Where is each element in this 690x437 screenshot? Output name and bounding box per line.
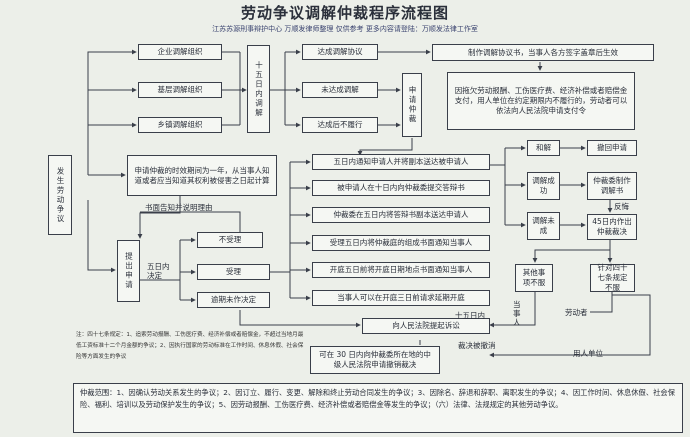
node-reconcile: 和解	[527, 140, 560, 156]
node-art47-disagree: 针对四十七条规定不服	[590, 263, 635, 292]
node-org-township: 乡镇调解组织	[138, 117, 222, 133]
label-worker: 劳动者	[565, 308, 588, 317]
node-step5: 开庭五日前将开庭日期地点书面通知当事人	[312, 262, 490, 278]
node-not-accept: 不受理	[197, 232, 263, 248]
label-decide-5: 五日内决定	[147, 262, 170, 280]
node-step6: 当事人可以在开庭三日前请求延期开庭	[312, 290, 490, 306]
node-fifteen-days: 十五日内调解	[247, 45, 270, 133]
label-employer: 用人单位	[573, 349, 603, 358]
node-apply-arb-top: 申请仲裁	[402, 73, 422, 137]
node-accept: 受理	[197, 264, 270, 280]
node-not-agree: 未达成调解	[302, 82, 378, 98]
node-step4: 受理五日内将仲裁庭的组成书面通知当事人	[312, 235, 490, 251]
node-mediate-fail: 调解未成	[527, 212, 560, 240]
node-sue: 向人民法院提起诉讼	[362, 318, 490, 334]
label-fifteen-days: 十五日内	[455, 311, 485, 320]
node-org-enterprise: 企业调解组织	[138, 44, 222, 60]
node-step2: 被申请人在十日内向仲裁委提交答辩书	[312, 180, 490, 196]
node-not-perform: 达成后不履行	[302, 117, 378, 133]
label-revoke-result: 裁决被撤消	[458, 341, 496, 350]
label-party: 当事人	[513, 300, 521, 327]
node-withdraw: 撤回申请	[587, 140, 637, 156]
node-other-disagree: 其他事项不服	[515, 264, 553, 292]
node-step1: 五日内通知申请人并将副本送达被申请人	[312, 154, 490, 170]
node-revoke: 可在 30 日内向仲裁委所在地的中级人民法院申请撤销裁决	[310, 346, 440, 374]
arbitration-scope: 仲裁范围：1、因确认劳动关系发生的争议；2、因订立、履行、变更、解除和终止劳动合…	[73, 383, 683, 433]
article-47-note: 注：四十七条规定：1、追索劳动报酬、工伤医疗费、经济补偿或者赔偿金，不超过当地月…	[76, 332, 304, 360]
node-award-45: 45日内作出仲裁裁决	[587, 214, 637, 240]
node-apply-arb-mid: 提出申请	[117, 240, 140, 302]
node-time-limit: 申请仲裁的时效期间为一年，从当事人知道或者应当知道其权利被侵害之日起计算	[127, 155, 277, 196]
label-repent: 反悔	[614, 202, 629, 211]
node-make-doc: 制作调解协议书，当事人各方签字盖章后生效	[432, 44, 654, 61]
node-make-award-doc: 仲裁委制作调解书	[587, 172, 637, 200]
node-mediate-ok: 调解成功	[527, 172, 560, 200]
start-node: 发生劳动争议	[48, 155, 72, 235]
node-org-grassroots: 基层调解组织	[138, 82, 222, 98]
page-title: 劳动争议调解仲裁程序流程图	[240, 4, 449, 22]
node-agree: 达成调解协议	[302, 44, 378, 60]
page-subtitle: 江苏苏源刑事辩护中心 万顺发律师整理 仅供参考 更多内容请登陆：万顺发法律工作室	[212, 25, 478, 33]
node-step3: 仲裁委在五日内将答辩书副本送达申请人	[312, 207, 490, 223]
node-overdue: 逾期未作决定	[197, 292, 270, 308]
label-written-notice: 书面告知并说明理由	[145, 203, 213, 212]
node-unpaid-note: 因拖欠劳动报酬、工伤医疗费、经济补偿或者赔偿金支付，用人单位在约定期限内不履行的…	[447, 72, 635, 130]
